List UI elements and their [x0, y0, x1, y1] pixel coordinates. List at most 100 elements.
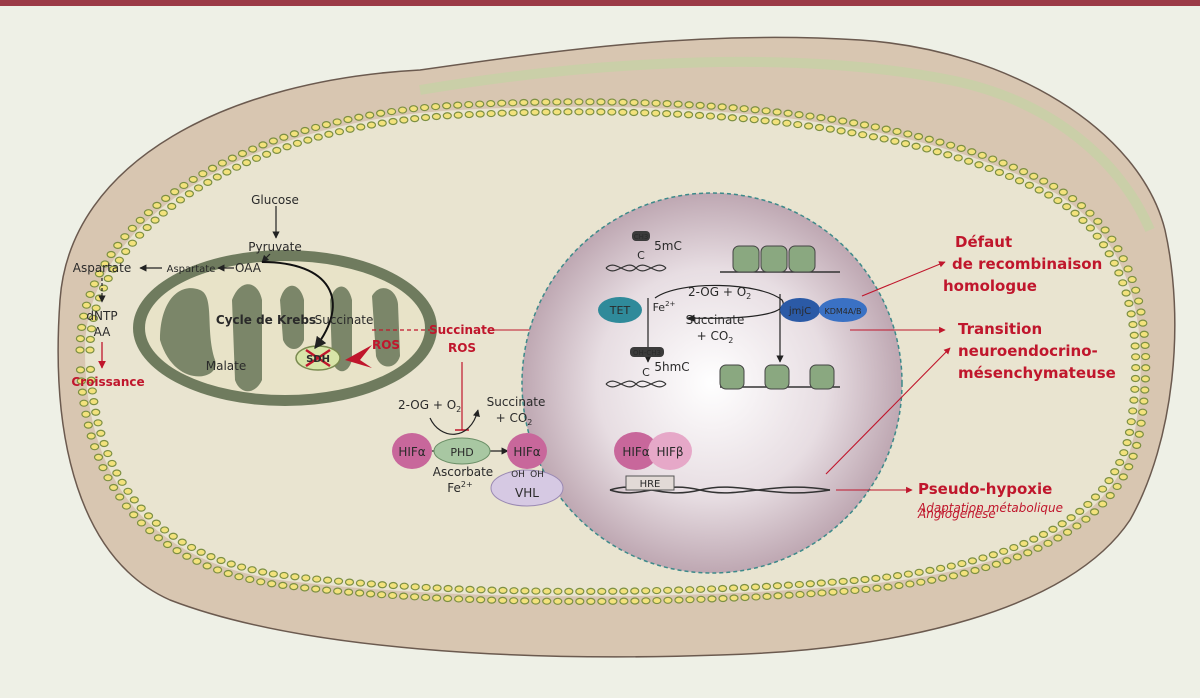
membrane-bead — [1093, 217, 1103, 225]
ros-mito-label: ROS — [372, 338, 400, 352]
membrane-bead — [182, 552, 192, 560]
membrane-bead — [388, 581, 398, 590]
membrane-bead — [762, 592, 772, 600]
membrane-bead — [817, 589, 827, 597]
membrane-bead — [397, 106, 408, 114]
membrane-bead — [883, 583, 893, 591]
membrane-bead — [106, 250, 116, 259]
membrane-bead — [1124, 428, 1135, 436]
membrane-bead — [388, 591, 398, 600]
membrane-bead — [431, 112, 442, 121]
membrane-bead — [170, 188, 180, 196]
adaptation-label: Adaptation métabolique — [917, 501, 1063, 515]
membrane-bead — [161, 194, 171, 203]
membrane-bead — [247, 566, 257, 574]
membrane-bead — [586, 597, 596, 605]
membrane-bead — [959, 569, 969, 577]
membrane-bead — [1019, 539, 1029, 548]
membrane-bead — [922, 145, 932, 153]
membrane-bead — [641, 587, 651, 595]
membrane-bead — [432, 594, 442, 602]
membrane-bead — [237, 563, 247, 571]
membrane-bead — [760, 117, 770, 125]
membrane-bead — [1085, 209, 1095, 217]
defaut-line-2: de recombinaison — [952, 255, 1102, 273]
membrane-bead — [476, 596, 486, 604]
membrane-bead — [1118, 473, 1128, 481]
membrane-bead — [541, 98, 551, 106]
nucleus — [521, 192, 903, 574]
membrane-bead — [607, 98, 617, 106]
membrane-bead — [619, 597, 629, 605]
membrane-bead — [443, 584, 453, 593]
ros-out-label: ROS — [448, 341, 476, 355]
membrane-bead — [75, 346, 85, 354]
oh-label-1: OH — [511, 470, 525, 480]
membrane-bead — [1124, 463, 1134, 471]
membrane-bead — [497, 109, 507, 117]
membrane-bead — [739, 583, 750, 592]
membrane-bead — [421, 593, 431, 602]
sdh-label: SDH — [306, 354, 330, 365]
succinate-mito-label: Succinate — [315, 313, 374, 327]
membrane-bead — [108, 483, 119, 492]
membrane-bead — [356, 123, 366, 131]
membrane-bead — [563, 108, 573, 116]
membrane-bead — [76, 377, 86, 385]
membrane-bead — [332, 118, 342, 126]
membrane-bead — [1139, 397, 1149, 405]
membrane-bead — [793, 120, 803, 129]
membrane-bead — [98, 284, 109, 292]
membrane-bead — [300, 126, 310, 135]
membrane-bead — [300, 584, 310, 592]
tet-label: TET — [609, 304, 631, 317]
membrane-bead — [1126, 418, 1136, 426]
membrane-bead — [313, 133, 323, 141]
membrane-bead — [206, 553, 216, 561]
membrane-bead — [167, 202, 177, 210]
transition-line-1: Transition — [958, 320, 1042, 338]
membrane-bead — [108, 265, 119, 273]
hif-alpha-label-3: HIFα — [622, 445, 649, 459]
membrane-bead — [894, 581, 904, 590]
membrane-bead — [498, 596, 508, 605]
dntp-label: dNTP — [86, 309, 117, 323]
membrane-bead — [77, 323, 87, 331]
membrane-bead — [292, 139, 303, 147]
membrane-bead — [227, 154, 237, 162]
membrane-bead — [717, 584, 728, 593]
membrane-bead — [312, 575, 322, 583]
membrane-bead — [739, 105, 749, 113]
membrane-bead — [1130, 374, 1141, 383]
membrane-bead — [783, 581, 793, 589]
membrane-bead — [805, 112, 815, 120]
membrane-bead — [827, 115, 837, 123]
membrane-bead — [761, 582, 772, 590]
membrane-bead — [585, 108, 595, 116]
membrane-bead — [1131, 353, 1141, 361]
membrane-bead — [673, 110, 683, 118]
membrane-bead — [903, 570, 913, 578]
membrane-bead — [127, 224, 137, 232]
nucleosomes — [719, 245, 835, 390]
membrane-bead — [410, 583, 420, 591]
membrane-bead — [192, 557, 202, 565]
membrane-bead — [707, 595, 717, 603]
membrane-bead — [542, 597, 552, 605]
membrane-bead — [1132, 441, 1142, 449]
croissance-label: Croissance — [71, 375, 144, 389]
membrane-bead — [981, 563, 991, 572]
membrane-bead — [772, 582, 783, 590]
membrane-bead — [508, 99, 518, 107]
membrane-bead — [673, 100, 683, 108]
membrane-bead — [1136, 308, 1146, 316]
membrane-bead — [967, 148, 977, 156]
membrane-bead — [553, 597, 563, 605]
phd-label: PHD — [450, 446, 473, 459]
membrane-bead — [674, 596, 684, 604]
membrane-bead — [143, 512, 154, 520]
membrane-bead — [892, 127, 902, 136]
membrane-bead — [925, 566, 935, 575]
membrane-bead — [838, 577, 848, 585]
